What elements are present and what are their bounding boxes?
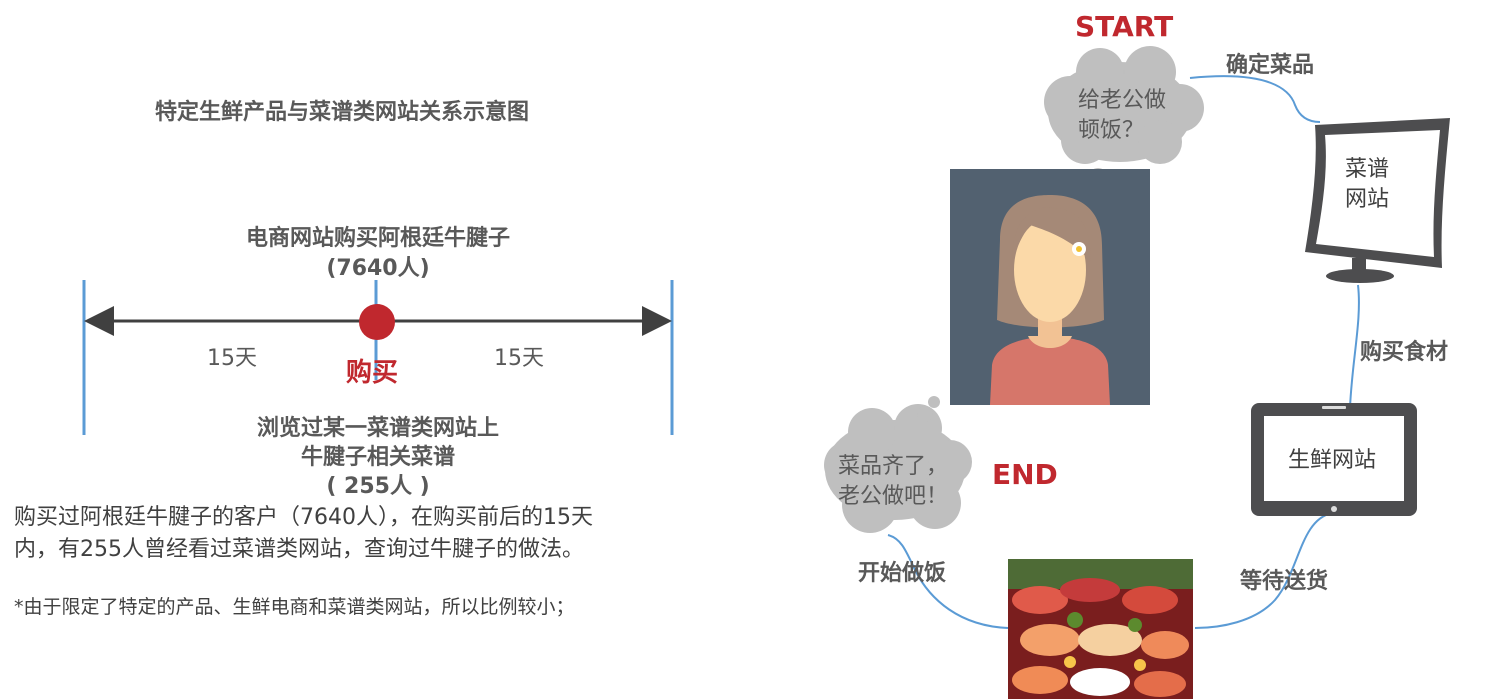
bubble-bottom-line2: 老公做吧！ — [838, 484, 949, 509]
bubble-top-line2: 顿饭？ — [1078, 118, 1145, 143]
end-label: END — [992, 458, 1058, 491]
purchase-point — [359, 304, 395, 340]
step-confirm-dish: 确定菜品 — [1226, 53, 1315, 78]
monitor-icon — [1305, 118, 1450, 283]
flow-line-food-to-end — [887, 534, 1009, 629]
monitor-line1: 菜谱 — [1345, 157, 1390, 182]
flow-line-start-to-monitor — [1189, 75, 1321, 123]
description-line2: 内，有255人曾经看过菜谱类网站，查询过牛腱子的做法。 — [14, 537, 584, 562]
browse-label-line2: 牛腱子相关菜谱 — [300, 445, 455, 470]
tablet-icon — [1251, 403, 1417, 516]
thought-bubble-icon — [824, 396, 972, 533]
browse-label-line1: 浏览过某一菜谱类网站上 — [256, 416, 499, 441]
purchase-point-label: 购买 — [346, 358, 399, 388]
bubble-top-text: 给老公做 顿饭？ — [1078, 86, 1166, 146]
description-text: 购买过阿根廷牛腱子的客户（7640人），在购买前后的15天 内，有255人曾经看… — [14, 502, 694, 566]
monitor-line2: 网站 — [1345, 187, 1390, 212]
woman-avatar-icon — [950, 169, 1150, 405]
browse-label-line3: ( 255人 ) — [326, 474, 430, 499]
bubble-bottom-text: 菜品齐了， 老公做吧！ — [838, 452, 948, 512]
purchase-label-line1: 电商网站购买阿根廷牛腱子 — [245, 226, 510, 251]
flow-line-monitor-to-tablet — [1349, 284, 1360, 409]
start-label: START — [1075, 10, 1174, 43]
bubble-top-line1: 给老公做 — [1078, 88, 1167, 113]
bubble-bottom-line1: 菜品齐了， — [838, 454, 949, 479]
tablet-screen-text: 生鲜网站 — [1288, 448, 1377, 473]
step-wait-delivery: 等待送货 — [1240, 569, 1329, 594]
description-line1: 购买过阿根廷牛腱子的客户（7640人），在购买前后的15天 — [14, 505, 593, 530]
diagram-title: 特定生鲜产品与菜谱类网站关系示意图 — [155, 100, 530, 125]
monitor-screen-text: 菜谱 网站 — [1345, 155, 1389, 215]
seafood-platter-image — [1008, 559, 1193, 699]
flow-line-tablet-to-food — [1194, 512, 1333, 629]
left-days-label: 15天 — [207, 346, 257, 371]
right-days-label: 15天 — [494, 346, 544, 371]
footnote: *由于限定了特定的产品、生鲜电商和菜谱类网站，所以比例较小； — [14, 596, 575, 618]
step-buy-ingredients: 购买食材 — [1360, 340, 1449, 365]
purchase-label-line2: (7640人) — [326, 256, 430, 281]
thought-bubble-icon — [1044, 46, 1204, 201]
step-start-cooking: 开始做饭 — [858, 561, 947, 586]
